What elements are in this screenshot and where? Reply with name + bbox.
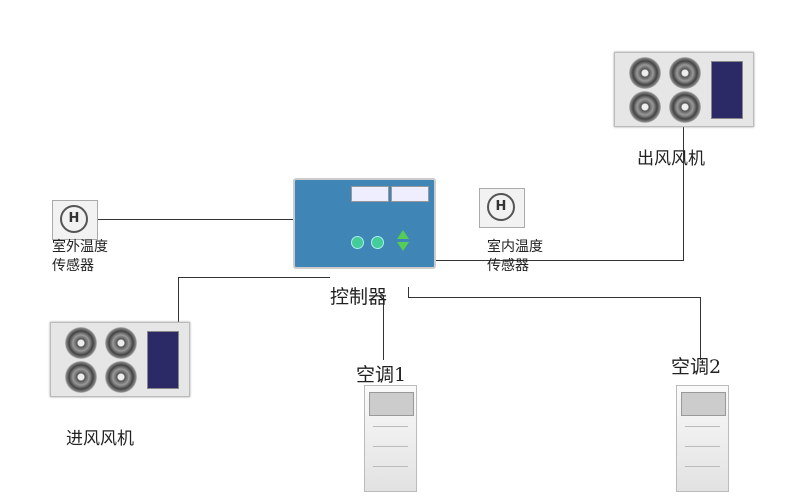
up-arrow-icon bbox=[397, 230, 409, 239]
ac1-unit bbox=[364, 385, 417, 492]
outdoor-sensor-label: 室外温度传感器 bbox=[52, 238, 108, 276]
sensor-icon: H bbox=[60, 205, 88, 233]
wire-ac2-v bbox=[700, 297, 701, 360]
fan-icon bbox=[65, 327, 97, 359]
wire-outdoor-sensor bbox=[98, 219, 294, 220]
outdoor-sensor: H bbox=[52, 200, 98, 240]
sensor-icon: H bbox=[487, 193, 515, 221]
wire-inlet-fan-h bbox=[178, 277, 330, 278]
controller-device bbox=[293, 178, 436, 269]
inlet-fan-label: 进风风机 bbox=[66, 429, 134, 449]
outlet-fan-label: 出风风机 bbox=[637, 149, 705, 169]
down-arrow-icon bbox=[397, 242, 409, 251]
fan-icon bbox=[105, 361, 137, 393]
controller-button bbox=[371, 236, 384, 249]
indoor-sensor-label: 室内温度传感器 bbox=[487, 238, 543, 276]
wire-ac2-a bbox=[408, 287, 409, 297]
wire-outlet-fan-h bbox=[430, 260, 684, 261]
outdoor-sensor-label-line1: 室外温度 bbox=[52, 239, 108, 255]
wire-ac2-h bbox=[408, 297, 701, 298]
controller-display bbox=[391, 186, 429, 202]
controller-button bbox=[351, 236, 364, 249]
controller-label: 控制器 bbox=[330, 286, 388, 308]
wire-ac1 bbox=[383, 295, 384, 360]
fan-icon bbox=[629, 91, 661, 123]
indoor-sensor-label-line1: 室内温度 bbox=[487, 239, 543, 255]
indoor-sensor-label-line2: 传感器 bbox=[487, 258, 529, 274]
fan-icon bbox=[105, 327, 137, 359]
fan-icon bbox=[629, 57, 661, 89]
fan-icon bbox=[65, 361, 97, 393]
ac1-label: 空调1 bbox=[356, 364, 407, 386]
outdoor-sensor-label-line2: 传感器 bbox=[52, 258, 94, 274]
fan-icon bbox=[669, 57, 701, 89]
ac2-label: 空调2 bbox=[671, 356, 722, 378]
wire-inlet-fan-v bbox=[178, 277, 179, 340]
fan-icon bbox=[669, 91, 701, 123]
fan-control-panel bbox=[711, 61, 743, 119]
controller-display bbox=[351, 186, 389, 202]
fan-control-panel bbox=[147, 331, 179, 389]
outlet-fan-unit bbox=[614, 52, 754, 127]
inlet-fan-unit bbox=[50, 322, 190, 397]
indoor-sensor: H bbox=[479, 188, 525, 228]
wire-outlet-fan-v bbox=[683, 125, 684, 261]
ac2-unit bbox=[676, 385, 729, 492]
